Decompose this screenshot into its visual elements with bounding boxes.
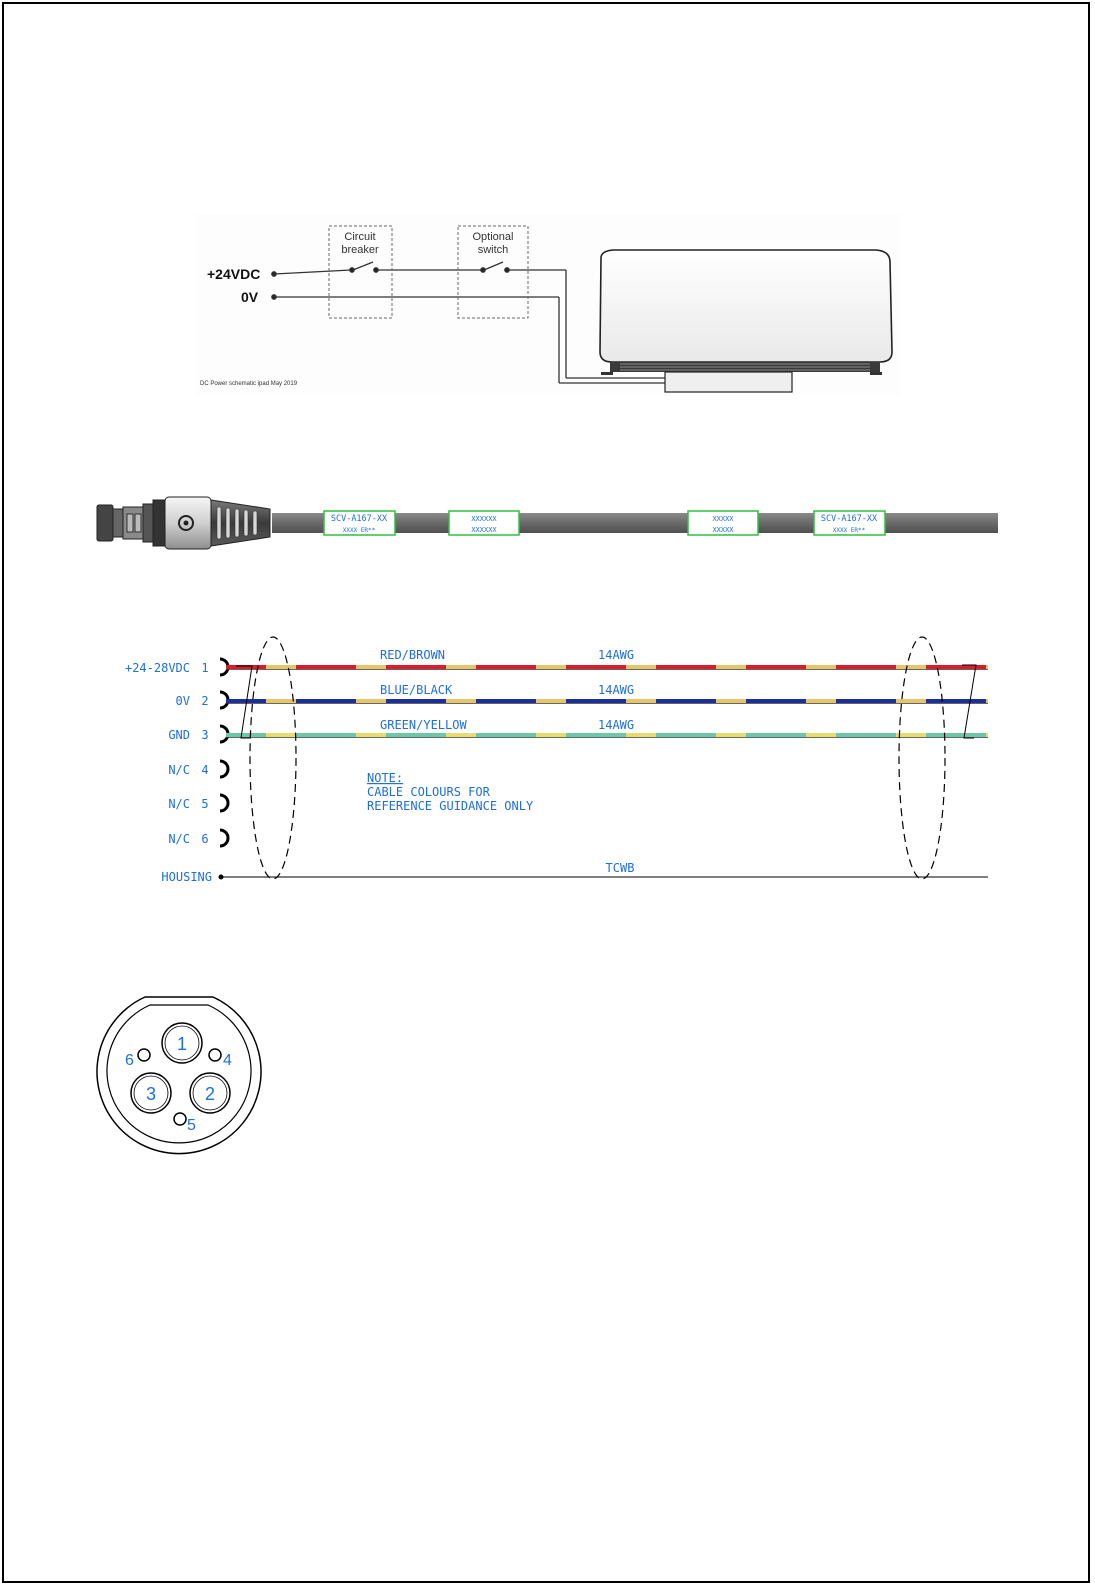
wire-1-color-label: RED/BROWN bbox=[380, 648, 445, 662]
face-pin-5-label: 5 bbox=[187, 1117, 196, 1134]
face-pin-1-label: 1 bbox=[177, 1034, 187, 1054]
marker-4-line2: XXXX ER** bbox=[833, 527, 866, 534]
cable-assembly: SCV-A167-XX XXXX ER** XXXXXX XXXXXX XXXX… bbox=[96, 496, 998, 550]
cable-marker-3: XXXXX XXXXX bbox=[687, 510, 759, 536]
pin-3-label: GND bbox=[168, 728, 190, 742]
pin-6-number: 6 bbox=[201, 832, 208, 846]
radar-device-icon bbox=[599, 249, 893, 393]
connector-face-view: 1 2 3 4 5 6 bbox=[96, 996, 262, 1155]
pin-6-contact bbox=[137, 1048, 151, 1062]
pin-1-label: +24-28VDC bbox=[125, 661, 190, 675]
shield-ellipse-left bbox=[249, 636, 297, 880]
pin-1-contact bbox=[161, 1022, 203, 1064]
supply-zero-label: 0V bbox=[241, 289, 259, 305]
pin-2-contact bbox=[189, 1072, 231, 1114]
breaker-label-line2: breaker bbox=[341, 244, 379, 256]
cable-marker-2: XXXXXX XXXXXX bbox=[448, 510, 520, 536]
pin-5-label: N/C bbox=[168, 797, 190, 811]
marker-1-line1: SCV-A167-XX bbox=[331, 514, 388, 524]
pin-3-number: 3 bbox=[201, 728, 208, 742]
face-pin-2-label: 2 bbox=[205, 1084, 215, 1104]
face-pin-4-label: 4 bbox=[223, 1052, 232, 1069]
marker-2-line1: XXXXXX bbox=[471, 515, 497, 523]
wire-1-gauge-label: 14AWG bbox=[598, 648, 634, 662]
face-pin-6-label: 6 bbox=[125, 1052, 134, 1069]
socket-contacts bbox=[218, 657, 230, 880]
positive-wire bbox=[271, 261, 665, 379]
wire-2-color-label: BLUE/BLACK bbox=[380, 683, 453, 697]
breaker-label-line1: Circuit bbox=[344, 231, 375, 243]
power-schematic: +24VDC 0V bbox=[196, 214, 900, 396]
pin-4-number: 4 bbox=[201, 763, 208, 777]
wire-3-color-label: GREEN/YELLOW bbox=[380, 718, 467, 732]
wires-layer bbox=[226, 665, 988, 738]
switch-label-line1: Optional bbox=[473, 231, 514, 243]
circuit-breaker-box bbox=[328, 225, 393, 319]
pin-5-number: 5 bbox=[201, 797, 208, 811]
supply-positive-label: +24VDC bbox=[207, 266, 260, 282]
marker-4-line1: SCV-A167-XX bbox=[821, 514, 878, 524]
optional-switch-box bbox=[457, 225, 529, 319]
wire-3 bbox=[226, 733, 988, 738]
shield-ellipse-right bbox=[898, 636, 946, 880]
cable-marker-1: SCV-A167-XX XXXX ER** bbox=[323, 510, 396, 536]
wire-3-gauge-label: 14AWG bbox=[598, 718, 634, 732]
note-title: NOTE: bbox=[367, 771, 403, 785]
marker-1-line2: XXXX ER** bbox=[343, 527, 376, 534]
pin-4-label: N/C bbox=[168, 763, 190, 777]
note-line1: CABLE COLOURS FOR bbox=[367, 785, 491, 799]
note-line2: REFERENCE GUIDANCE ONLY bbox=[367, 799, 534, 813]
pin-2-number: 2 bbox=[201, 694, 208, 708]
pin-2-label: 0V bbox=[176, 694, 190, 708]
wire-group-brackets bbox=[236, 664, 977, 739]
pinout-wiring-diagram: +24-28VDC 1 0V 2 GND 3 N/C 4 N/C 5 N/C 6… bbox=[125, 636, 988, 884]
face-pin-3-label: 3 bbox=[146, 1084, 156, 1104]
switch-label-line2: switch bbox=[478, 244, 509, 256]
pin-6-label: N/C bbox=[168, 832, 190, 846]
schematic-footnote: DC Power schematic ipad May 2019 bbox=[200, 381, 298, 387]
housing-wire-label: TCWB bbox=[606, 861, 635, 875]
pin-3-contact bbox=[130, 1072, 172, 1114]
marker-3-line1: XXXXX bbox=[712, 515, 734, 523]
marker-3-line2: XXXXX bbox=[712, 526, 734, 534]
wire-2 bbox=[226, 699, 988, 704]
pin-5-contact bbox=[173, 1112, 187, 1126]
pin-labels: +24-28VDC 1 0V 2 GND 3 N/C 4 N/C 5 N/C 6… bbox=[125, 661, 212, 884]
pin-4-contact bbox=[208, 1048, 222, 1062]
wire-1 bbox=[226, 665, 988, 670]
zero-wire bbox=[271, 294, 665, 384]
marker-2-line2: XXXXXX bbox=[471, 526, 497, 534]
wire-2-gauge-label: 14AWG bbox=[598, 683, 634, 697]
pin-1-number: 1 bbox=[201, 661, 208, 675]
cable-marker-4: SCV-A167-XX XXXX ER** bbox=[813, 510, 886, 536]
connector-plug-icon bbox=[96, 496, 271, 550]
housing-label: HOUSING bbox=[161, 870, 212, 884]
